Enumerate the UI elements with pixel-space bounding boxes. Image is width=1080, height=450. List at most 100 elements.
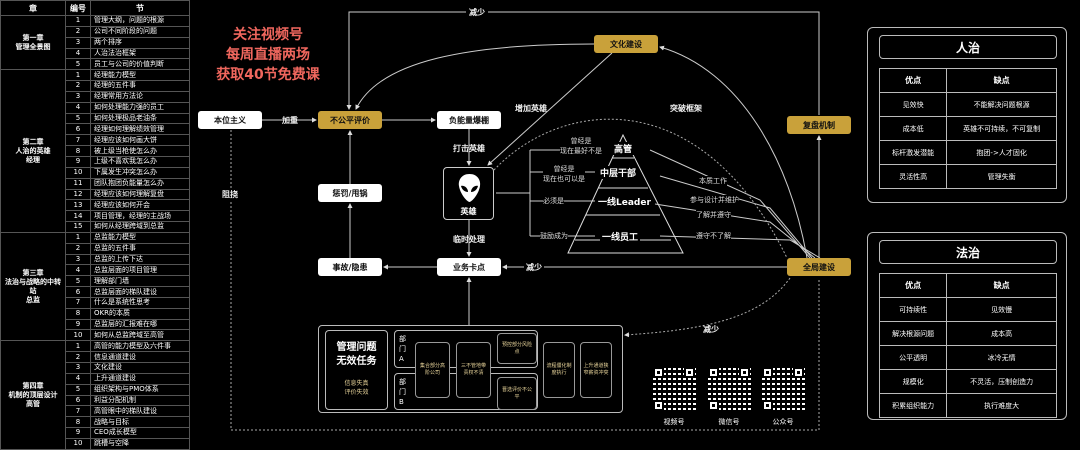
- pros-cons-table: 优点缺点可持续性见效慢解决根源问题成本高公平透明冰冷无情规模化不灵活，压制创造力…: [878, 273, 1057, 418]
- pyramid-left-label: 必须是: [543, 196, 564, 206]
- promo-line-1: 关注视频号: [233, 27, 303, 43]
- promo-line-3: 获取40节免费课: [216, 67, 320, 83]
- pro-cell: 公平透明: [878, 345, 948, 370]
- problem-box: 上升通道狭窄薪资冲突: [580, 342, 612, 398]
- label-temp-handle: 临时处理: [453, 235, 485, 244]
- node-benwei: 本位主义: [198, 111, 262, 129]
- pyramid-left-label: 曾经是 现在也可以是: [543, 164, 585, 184]
- problem-subtitle: 信息失真 评价失效: [344, 380, 369, 396]
- pyramid-right-label: 了解并遵守: [696, 210, 731, 220]
- problem-box: 流程僵化制度执行: [543, 342, 575, 398]
- dept-b-label: 部 门 B: [399, 378, 406, 406]
- promo-line-2: 每周直播两场: [226, 47, 310, 63]
- section-title: 下属发生冲突怎么办: [90, 166, 190, 179]
- pyramid-level-leader: 一线Leader: [596, 195, 653, 208]
- col-number: 编号: [65, 0, 91, 16]
- chapter-title: 第三章 法治与战略的中转站 总监: [0, 231, 66, 342]
- pyramid-level-middle: 中层干部: [598, 166, 639, 179]
- problem-title: 管理问题 无效任务: [336, 342, 377, 367]
- problem-box: 集合部分高阶公司: [415, 342, 450, 398]
- col-section: 节: [90, 0, 190, 16]
- table-row: 灵活性高管理失衡: [878, 164, 1057, 189]
- pro-cell: 可持续性: [878, 297, 948, 322]
- problem-box: 三不管地带责权不清: [456, 342, 491, 398]
- pyramid-right-label: 参与设计并维护: [690, 195, 739, 205]
- con-cell: 见效慢: [946, 297, 1057, 322]
- table-row: 解决根源问题成本高: [878, 321, 1057, 346]
- pro-cell: 规模化: [878, 369, 948, 394]
- node-punish: 惩罚/甩锅: [318, 184, 382, 202]
- qr-label: 公众号: [772, 418, 794, 426]
- node-blocker: 业务卡点: [437, 258, 501, 276]
- chapter-title: 第四章 机制的顶层设计 高管: [0, 340, 66, 450]
- pro-cell: 灵活性高: [878, 164, 948, 189]
- panel-title: 人治: [879, 35, 1057, 59]
- pro-cell: 标杆激发潜能: [878, 140, 948, 165]
- problem-box: 晋选评价不公平: [497, 377, 537, 410]
- alien-icon: [458, 174, 481, 202]
- column-header: 优点: [878, 273, 948, 298]
- qr-label: 微信号: [718, 418, 740, 426]
- table-row: 见效快不能解决问题根源: [878, 92, 1057, 117]
- node-accident: 事故/隐患: [318, 258, 382, 276]
- qr-code-wechat[interactable]: [706, 365, 752, 413]
- con-cell: 冰冷无情: [946, 345, 1057, 370]
- pyramid-level-executive: 高管: [612, 142, 635, 155]
- label-hit-hero: 打击英雄: [453, 144, 485, 153]
- column-header: 优点: [878, 68, 948, 93]
- con-cell: 不灵活，压制创造力: [946, 369, 1057, 394]
- section-title: 被上级当枪使怎么办: [90, 145, 190, 157]
- hero-label: 英雄: [460, 207, 477, 216]
- node-culture: 文化建设: [594, 35, 658, 53]
- section-title: 经理应该如何开会: [90, 199, 190, 212]
- con-cell: 成本高: [946, 321, 1057, 346]
- node-negative-energy: 负能量爆棚: [437, 111, 501, 129]
- pyramid-left-label: 曾经是 现在最好不是: [560, 136, 602, 156]
- panel-rule-by-man: 人治 优点缺点见效快不能解决问题根源成本低英雄不可持续，不可复制标杆激发潜能抱团…: [867, 27, 1067, 203]
- section-title: 经理应该如何理解复盘: [90, 188, 190, 201]
- label-add-hero: 增加英雄: [515, 104, 547, 113]
- con-cell: 不能解决问题根源: [946, 92, 1057, 117]
- section-title: 项目管理，经理的主战场: [90, 210, 190, 223]
- pyramid-left-label: 鼓励成为: [540, 231, 568, 241]
- table-row: 成本低英雄不可持续，不可复制: [878, 116, 1057, 141]
- pro-cell: 成本低: [878, 116, 948, 141]
- panel-title: 法治: [879, 240, 1057, 264]
- column-header: 缺点: [946, 273, 1057, 298]
- section-title: 经理应该如何画大饼: [90, 134, 190, 147]
- qr-code-video[interactable]: [651, 365, 697, 413]
- problem-summary: 管理问题 无效任务 信息失真 评价失效: [325, 330, 388, 410]
- pros-cons-table: 优点缺点见效快不能解决问题根源成本低英雄不可持续，不可复制标杆激发潜能抱团->人…: [878, 68, 1057, 189]
- label-break-frame: 突破框架: [670, 104, 702, 113]
- label-aggravate: 加重: [282, 116, 298, 125]
- pyramid-level-staff: 一线员工: [600, 230, 641, 243]
- pro-cell: 积累组织能力: [878, 393, 948, 418]
- qr-label: 视频号: [663, 418, 685, 426]
- table-row: 积累组织能力执行难度大: [878, 393, 1057, 418]
- table-row: 标杆激发潜能抱团->人才固化: [878, 140, 1057, 165]
- pro-cell: 解决根源问题: [878, 321, 948, 346]
- section-title: 总监的五件事: [90, 242, 190, 255]
- label-reduce-top: 减少: [466, 7, 488, 18]
- table-row: 可持续性见效慢: [878, 297, 1057, 322]
- con-cell: 英雄不可持续，不可复制: [946, 116, 1057, 141]
- table-row: 公平透明冰冷无情: [878, 345, 1057, 370]
- section-title: 上级不喜欢我怎么办: [90, 155, 190, 168]
- chapter-title: 第一章 管理全景图: [0, 14, 66, 71]
- label-obstruct: 阻挠: [222, 189, 238, 200]
- qr-code-official[interactable]: [760, 365, 806, 413]
- con-cell: 抱团->人才固化: [946, 140, 1057, 165]
- section-title: 经理如何理解绩效管理: [90, 123, 190, 136]
